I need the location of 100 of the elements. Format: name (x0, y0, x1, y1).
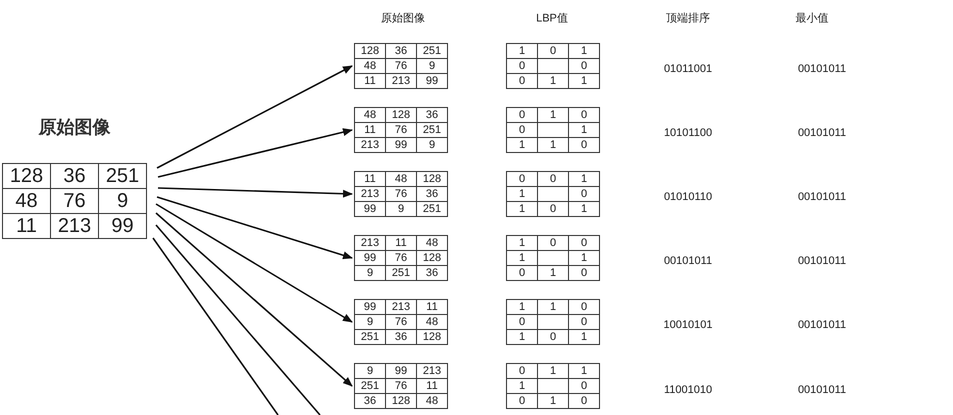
grid-cell: 1 (538, 394, 568, 408)
binary-code: 10101100 (664, 127, 712, 139)
grid-cell: 76 (386, 58, 416, 74)
grid-heading: 原始图像 (37, 116, 112, 139)
grid-cell: 128 (386, 108, 416, 122)
grid-cell: 213 (386, 300, 416, 314)
grid-cell: 251 (354, 330, 386, 344)
number-grid (354, 363, 448, 409)
grid-cell: 1 (506, 44, 538, 58)
grid-cell: 36 (416, 108, 448, 122)
column-heading: 顶端排序 (666, 11, 710, 26)
grid-cell: 128 (354, 44, 386, 58)
binary-code: 01011001 (664, 63, 712, 75)
number-grid (506, 171, 600, 217)
grid-cell: 128 (386, 394, 416, 408)
grid-cell: 9 (98, 188, 146, 214)
grid-cell: 1 (568, 74, 600, 88)
grid-cell: 1 (506, 202, 538, 216)
grid-cell: 1 (538, 108, 568, 122)
grid-cell: 213 (416, 364, 448, 378)
connector-line (155, 224, 321, 415)
arrow (156, 65, 353, 169)
grid-cell: 11 (354, 74, 386, 88)
grid-cell: 1 (568, 330, 600, 344)
grid-cell: 36 (416, 266, 448, 280)
grid-cell: 1 (506, 186, 538, 202)
grid-cell: 9 (354, 364, 386, 378)
binary-code: 00101011 (798, 255, 846, 267)
grid-cell: 1 (506, 250, 538, 266)
grid-cell: 213 (354, 236, 386, 250)
grid-cell: 11 (354, 172, 386, 186)
grid-cell: 48 (2, 188, 50, 214)
arrow (156, 203, 353, 323)
connector-line (152, 238, 279, 415)
grid-cell: 0 (506, 364, 538, 378)
grid-cell: 1 (538, 74, 568, 88)
grid-cell: 9 (354, 314, 386, 330)
grid-cell: 0 (568, 236, 600, 250)
grid-cell: 0 (568, 58, 600, 74)
grid-cell: 1 (568, 122, 600, 138)
grid-cell: 48 (354, 108, 386, 122)
arrow (158, 128, 353, 178)
grid-cell: 0 (568, 378, 600, 394)
grid-cell: 48 (354, 58, 386, 74)
grid-cell: 0 (506, 122, 538, 138)
grid-cell: 213 (50, 214, 98, 238)
grid-cell: 76 (386, 314, 416, 330)
grid-cell: 1 (568, 44, 600, 58)
grid-cell: 0 (538, 172, 568, 186)
binary-code: 01010110 (664, 191, 712, 203)
grid-cell: 1 (538, 138, 568, 152)
number-grid (354, 43, 448, 89)
grid-cell: 36 (386, 44, 416, 58)
arrow (158, 187, 353, 198)
grid-cell: 11 (354, 122, 386, 138)
binary-code: 00101011 (798, 63, 846, 75)
binary-code: 00101011 (798, 384, 846, 396)
number-grid (354, 299, 448, 345)
grid-cell: 0 (538, 330, 568, 344)
grid-cell: 99 (386, 138, 416, 152)
grid-cell: 99 (354, 300, 386, 314)
number-grid (506, 363, 600, 409)
grid-cell: 9 (386, 202, 416, 216)
grid-cell: 1 (568, 250, 600, 266)
grid-cell: 9 (416, 138, 448, 152)
grid-cell: 1 (506, 378, 538, 394)
arrow (155, 212, 353, 387)
grid-cell: 128 (416, 250, 448, 266)
grid-cell: 0 (538, 44, 568, 58)
grid-cell: 0 (538, 202, 568, 216)
column-heading: 最小值 (796, 12, 828, 26)
grid-cell: 99 (354, 202, 386, 216)
grid-cell: 128 (416, 330, 448, 344)
number-grid (506, 299, 600, 345)
grid-cell: 1 (568, 172, 600, 186)
grid-cell: 251 (98, 164, 146, 188)
grid-cell: 213 (354, 186, 386, 202)
grid-cell: 76 (386, 186, 416, 202)
grid-cell: 76 (50, 188, 98, 214)
grid-cell: 1 (506, 300, 538, 314)
binary-code: 10010101 (664, 319, 712, 331)
grid-cell: 0 (506, 108, 538, 122)
number-grid (354, 171, 448, 217)
grid-cell: 0 (568, 394, 600, 408)
grid-cell: 0 (568, 266, 600, 280)
grid-cell: 251 (416, 122, 448, 138)
grid-cell: 1 (568, 364, 600, 378)
grid-cell: 99 (386, 364, 416, 378)
grid-cell: 213 (354, 138, 386, 152)
binary-code: 00101011 (798, 319, 846, 331)
grid-cell: 251 (416, 202, 448, 216)
grid-cell: 99 (354, 250, 386, 266)
grid-cell: 48 (416, 314, 448, 330)
grid-cell: 99 (416, 74, 448, 88)
binary-code: 00101011 (798, 127, 846, 139)
grid-cell: 11 (416, 300, 448, 314)
grid-cell: 1 (506, 330, 538, 344)
grid-cell: 11 (2, 214, 50, 238)
grid-cell: 128 (2, 164, 50, 188)
grid-cell: 251 (354, 378, 386, 394)
